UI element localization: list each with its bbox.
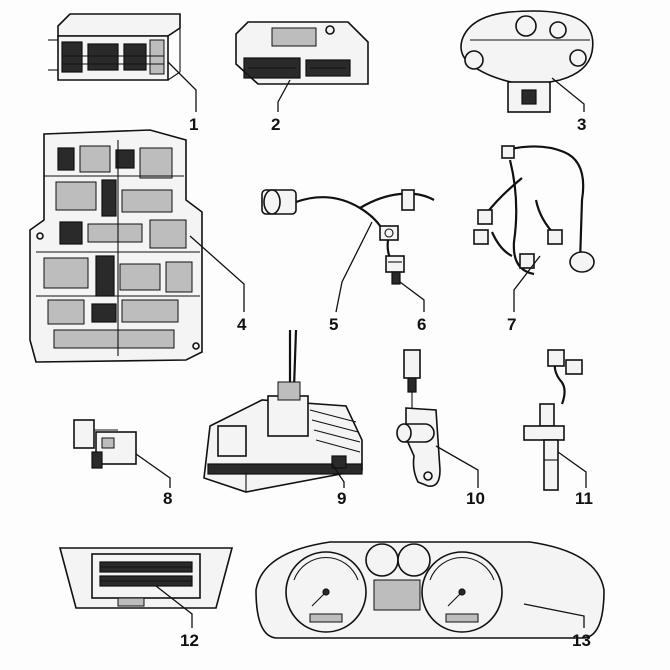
callout-4: 4 — [237, 315, 247, 334]
callout-7: 7 — [507, 315, 517, 334]
part-5-sensor-harness — [261, 189, 435, 265]
callout-13: 13 — [572, 631, 591, 650]
callout-1: 1 — [189, 115, 199, 134]
part-9-shifter-assembly — [203, 329, 363, 493]
leader-12 — [155, 585, 193, 628]
part-6-speed-sensor — [385, 255, 405, 285]
leader-9 — [331, 463, 345, 488]
callout-12: 12 — [180, 631, 199, 650]
leader-4 — [189, 235, 245, 312]
part-7-wiring-harness — [473, 145, 595, 276]
part-4-valve-body — [29, 129, 203, 363]
leader-7 — [513, 255, 541, 312]
part-13-instrument-cluster — [255, 541, 605, 639]
leader-2 — [277, 79, 291, 112]
part-8-relay — [73, 419, 137, 469]
part-11-speed-sensor — [523, 349, 583, 491]
callout-10: 10 — [466, 489, 485, 508]
leader-1 — [167, 61, 197, 112]
part-3-range-switch — [460, 10, 594, 113]
callout-2: 2 — [271, 115, 281, 134]
leader-11 — [557, 451, 587, 488]
leader-5 — [335, 221, 373, 313]
callout-6: 6 — [417, 315, 427, 334]
callout-11: 11 — [575, 489, 593, 508]
part-2-ecu-housing — [235, 21, 369, 85]
leader-13 — [523, 603, 585, 628]
part-1-control-module — [48, 13, 181, 81]
callout-9: 9 — [337, 489, 347, 508]
callout-5: 5 — [329, 315, 339, 334]
callout-3: 3 — [577, 115, 587, 134]
part-12-control-unit — [58, 547, 234, 609]
leader-3 — [551, 77, 585, 112]
part-10-position-sensor — [396, 349, 441, 487]
leader-10 — [435, 445, 479, 488]
leader-8 — [135, 453, 171, 488]
leader-6 — [399, 281, 425, 312]
callout-8: 8 — [163, 489, 173, 508]
